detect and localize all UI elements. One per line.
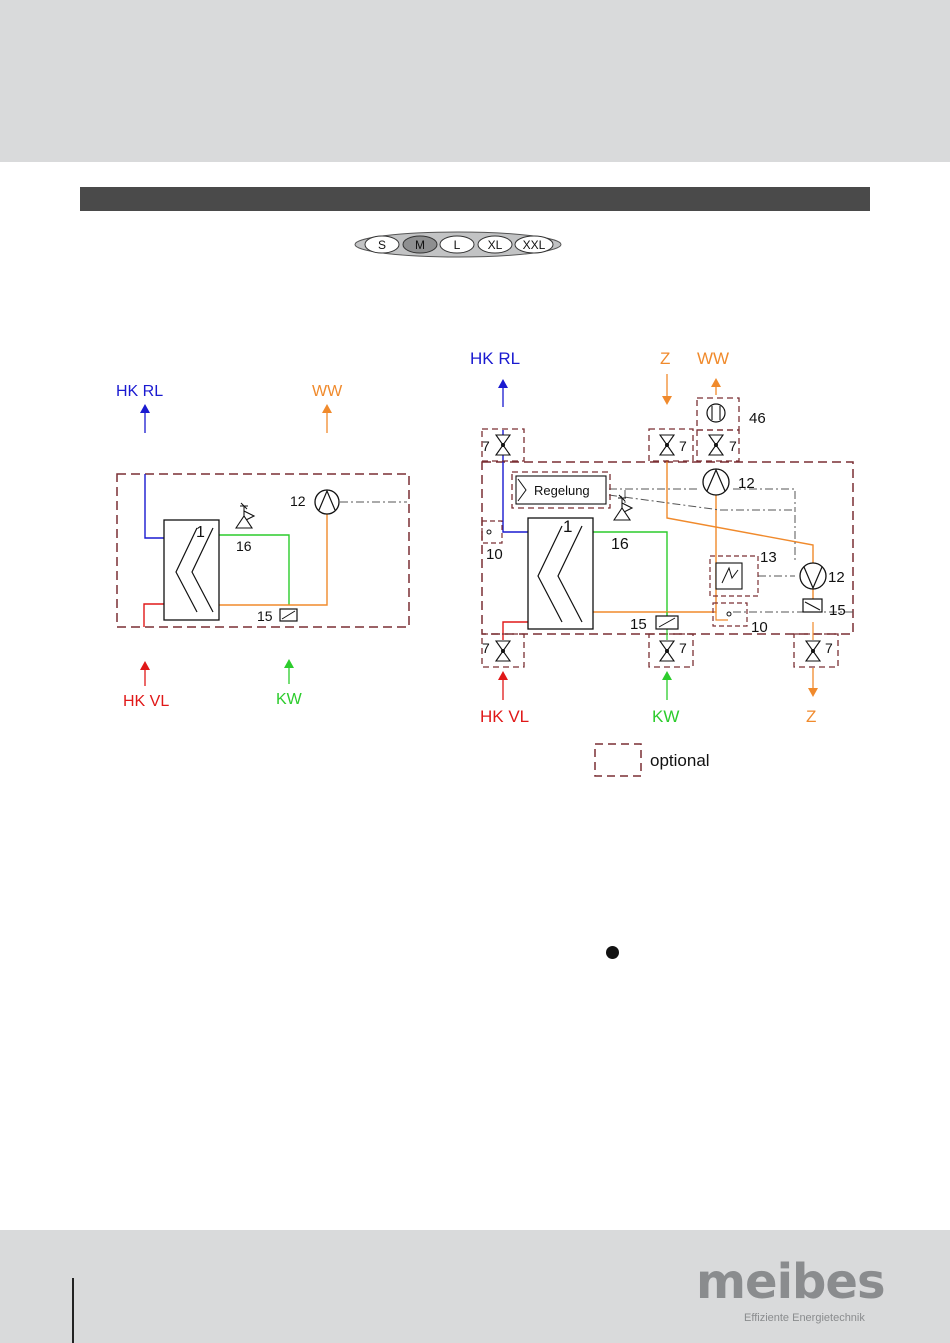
- right-mixer-13: [710, 556, 758, 596]
- left-part-16: 16: [236, 538, 252, 554]
- meibes-logo: meibes Effiziente Energietechnik: [696, 1264, 876, 1330]
- right-heat-exchanger: [528, 518, 593, 629]
- logo-wordmark: meibes: [696, 1258, 885, 1306]
- right-part-15-bottom: 15: [630, 616, 647, 633]
- right-flow-meter-46: [697, 398, 739, 430]
- right-probe-right: [713, 603, 747, 626]
- right-controller-label: Regelung: [534, 483, 590, 498]
- right-part-12-top: 12: [738, 475, 755, 492]
- right-label-z-in: Z: [660, 349, 670, 368]
- left-pipe-supply: [144, 604, 164, 627]
- left-label-kw: KW: [276, 691, 303, 708]
- right-part-7-zout: 7: [825, 640, 833, 656]
- right-part-10-left: 10: [486, 546, 503, 563]
- right-part-13: 13: [760, 549, 777, 566]
- left-part-12: 12: [290, 493, 306, 509]
- right-label-z-out: Z: [806, 707, 816, 726]
- legend-optional-box: [595, 744, 641, 776]
- right-label-hk-rl: HK RL: [470, 349, 520, 368]
- left-pipe-return: [145, 474, 164, 538]
- right-part-15-right: 15: [829, 602, 846, 619]
- left-label-hk-vl: HK VL: [123, 693, 169, 710]
- left-hk-vl-arrow: [140, 661, 150, 686]
- left-hk-rl-arrow: [140, 404, 150, 433]
- left-kw-arrow: [284, 659, 294, 684]
- bullet-dot: [606, 946, 619, 959]
- left-safety-valve-icon: [236, 503, 254, 528]
- right-hk-vl-arrow: [498, 671, 508, 700]
- right-hk-rl-arrow: [498, 379, 508, 407]
- right-pump-right-icon: [800, 563, 826, 589]
- right-part-1: 1: [563, 517, 572, 536]
- right-pipe-hot: [593, 495, 716, 612]
- right-part-16: 16: [611, 536, 629, 553]
- right-part-46: 46: [749, 410, 766, 427]
- left-part-1: 1: [196, 524, 205, 541]
- right-ww-arrow: [711, 378, 721, 395]
- right-pump-top-icon: [703, 469, 729, 495]
- right-part-12-right: 12: [828, 569, 845, 586]
- left-flow-sensor-icon: [280, 609, 297, 621]
- left-label-hk-rl: HK RL: [116, 383, 163, 400]
- right-flow-sensor-right-icon: [803, 599, 822, 612]
- right-label-hk-vl: HK VL: [480, 707, 529, 726]
- right-part-7-vl: 7: [482, 640, 490, 656]
- right-signal-lines: [609, 489, 853, 612]
- right-flow-sensor-bottom-icon: [656, 616, 678, 629]
- right-label-ww: WW: [697, 349, 729, 368]
- left-label-ww: WW: [312, 383, 343, 400]
- right-schematic: HK RL Z WW: [470, 349, 853, 776]
- legend-optional-label: optional: [650, 751, 710, 770]
- left-pump-icon: [315, 490, 339, 514]
- left-schematic: HK RL WW 1 16 12 15: [116, 383, 409, 710]
- right-z-out-arrow: [808, 668, 818, 697]
- left-heat-exchanger: [164, 520, 219, 620]
- right-label-kw: KW: [652, 707, 679, 726]
- right-part-7-z: 7: [679, 438, 687, 454]
- right-part-7-kw: 7: [679, 640, 687, 656]
- right-part-10-right: 10: [751, 619, 768, 636]
- footer-divider: [72, 1278, 74, 1343]
- right-part-7-ww: 7: [729, 438, 737, 454]
- right-pipe-cold: [593, 532, 667, 620]
- logo-tagline: Effiziente Energietechnik: [744, 1312, 865, 1324]
- right-z-in-arrow: [662, 374, 672, 405]
- right-kw-arrow: [662, 671, 672, 700]
- left-part-15: 15: [257, 608, 273, 624]
- left-ww-arrow: [322, 404, 332, 433]
- right-safety-valve-icon: [614, 495, 632, 520]
- left-pipe-hot: [219, 514, 327, 605]
- left-pipe-cold: [219, 535, 289, 605]
- right-probe-left: [482, 521, 502, 543]
- right-part-7-rl: 7: [482, 438, 490, 454]
